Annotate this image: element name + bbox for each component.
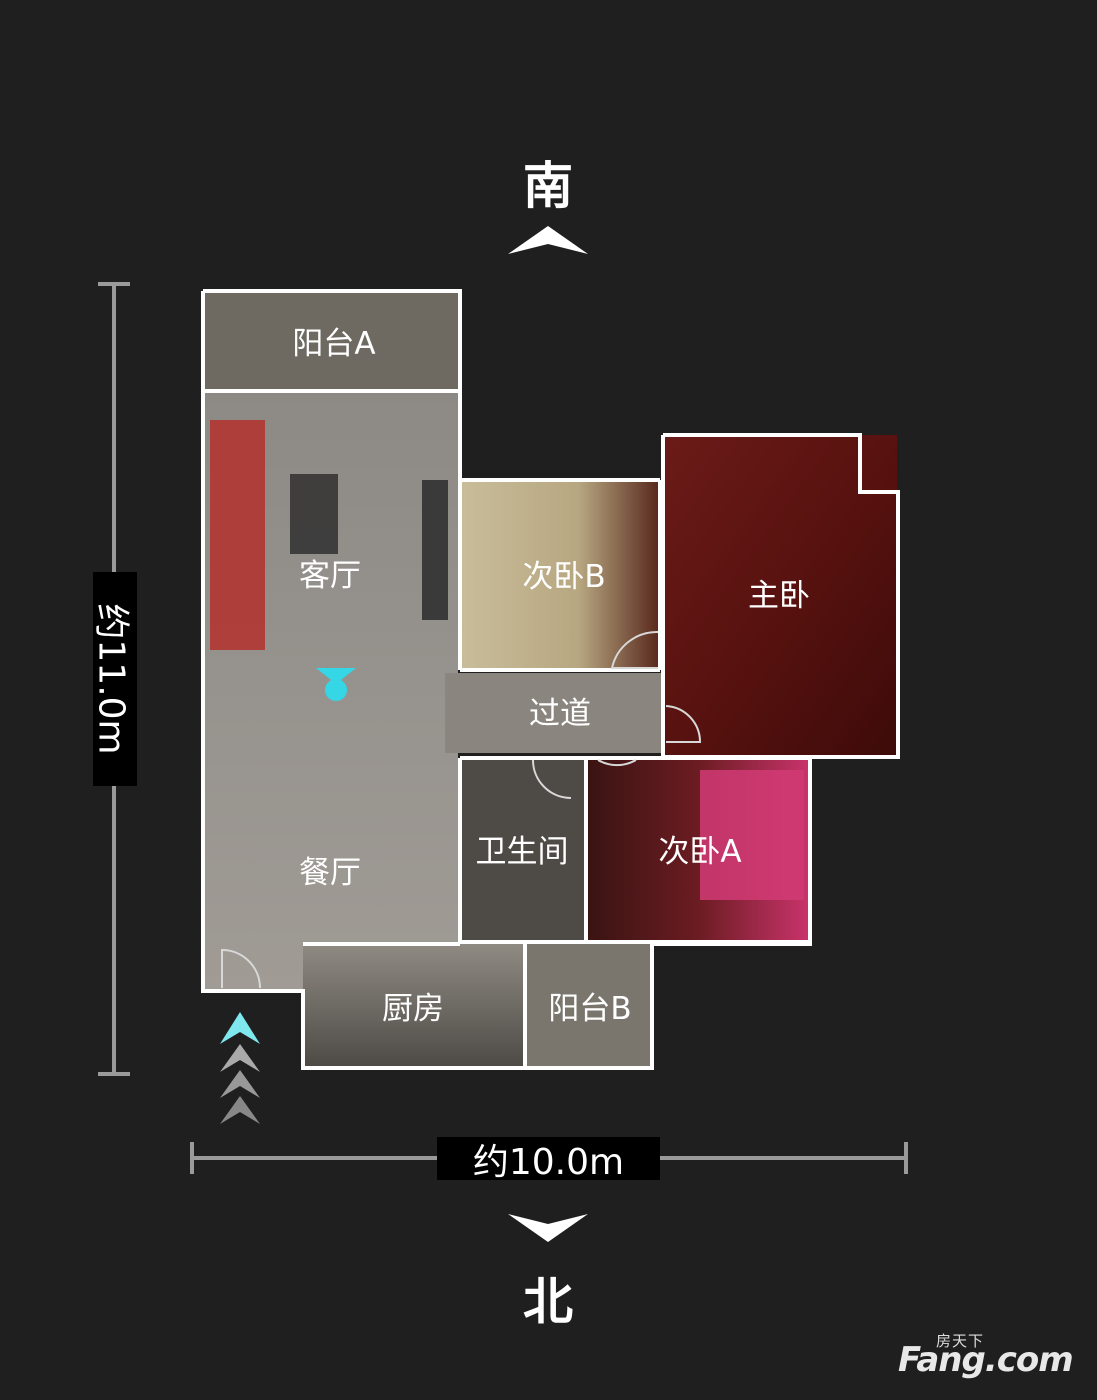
walls bbox=[201, 289, 900, 1070]
room-label-secondary-bedroom-b: 次卧B bbox=[522, 559, 605, 595]
height-dimension-label: 约11.0m bbox=[91, 572, 137, 786]
entrance-chevrons-icon bbox=[220, 1012, 260, 1124]
compass-north-label: 北 bbox=[523, 1273, 573, 1331]
room-label-living-room: 客厅 bbox=[299, 558, 361, 594]
kitchen-floor bbox=[303, 944, 525, 1068]
room-label-bathroom: 卫生间 bbox=[476, 834, 569, 870]
room-label-secondary-bedroom-a: 次卧A bbox=[658, 834, 741, 870]
room-label-dining-room: 餐厅 bbox=[299, 855, 361, 891]
tv-cabinet-shape bbox=[422, 480, 448, 620]
width-dimension-label: 约10.0m bbox=[437, 1137, 660, 1183]
room-label-master-bedroom: 主卧 bbox=[748, 578, 810, 614]
current-position-marker[interactable] bbox=[325, 679, 347, 701]
room-label-balcony-a: 阳台A bbox=[292, 326, 375, 362]
view-direction-icon bbox=[316, 668, 356, 684]
chevron-up-icon bbox=[508, 226, 588, 254]
bathroom-floor bbox=[460, 758, 584, 940]
logo-small-text: 房天下 bbox=[936, 1332, 985, 1350]
sofa-shape bbox=[210, 420, 265, 650]
compass-south-label: 南 bbox=[523, 157, 573, 215]
balcony-b-floor bbox=[527, 944, 652, 1068]
room-label-balcony-b: 阳台B bbox=[548, 991, 631, 1027]
width-dimension-text: 约10.0m bbox=[472, 1141, 625, 1183]
room-label-kitchen: 厨房 bbox=[382, 991, 444, 1027]
bedroom-b-floor bbox=[460, 480, 658, 670]
logo-main-text: Fang.com bbox=[898, 1340, 1074, 1380]
chevron-down-icon bbox=[508, 1214, 588, 1242]
table-shape bbox=[290, 474, 338, 554]
room-label-corridor: 过道 bbox=[529, 696, 591, 732]
door-swings bbox=[221, 630, 702, 989]
height-dimension-text: 约11.0m bbox=[91, 603, 133, 755]
corridor-floor bbox=[445, 673, 663, 753]
bed-shape bbox=[700, 770, 804, 900]
balcony-a-floor bbox=[205, 293, 458, 389]
fang-logo: 房天下 Fang.com bbox=[898, 1330, 1083, 1390]
